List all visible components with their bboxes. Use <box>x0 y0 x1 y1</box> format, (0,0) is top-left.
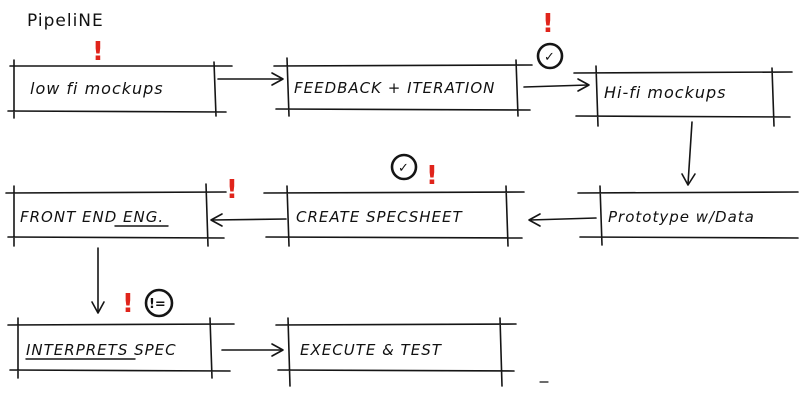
node-label: low fi mockups <box>30 79 164 98</box>
exclamation-mark: ! <box>92 37 104 67</box>
node-interprets-spec: INTERPRETS SPEC <box>7 317 235 379</box>
node-label: Prototype w/Data <box>608 208 755 226</box>
arrow-feedback-to-hifi <box>523 78 590 92</box>
node-front-end-eng: FRONT END ENG. <box>5 183 227 247</box>
exclamation-mark: ! <box>426 161 438 191</box>
arrow-prototype-to-specsheet <box>528 213 597 227</box>
exclamation-mark: ! <box>542 9 554 39</box>
check-icon: ✓ <box>398 161 409 176</box>
arrow-hifi-to-prototype <box>681 121 696 186</box>
node-label: CREATE SPECSHEET <box>296 208 464 226</box>
node-box <box>263 185 525 247</box>
node-hifi-mockups: Hi-fi mockups <box>573 65 793 127</box>
diagram-title: PipeliNE <box>27 11 104 31</box>
node-feedback-iteration: FEEDBACK + ITERATION <box>273 57 533 117</box>
node-box <box>7 59 233 119</box>
node-execute-test: EXECUTE & TEST <box>275 317 517 387</box>
node-box <box>275 317 517 387</box>
check-badge: ✓ <box>390 153 418 181</box>
not-equal-icon: != <box>149 297 166 312</box>
arrow-interprets-to-execute <box>221 343 284 357</box>
exclamation-mark: ! <box>122 289 134 319</box>
node-box <box>7 317 235 379</box>
node-prototype: Prototype w/Data <box>577 185 799 246</box>
exclamation-mark: ! <box>226 175 238 205</box>
node-lowfi-mockups: low fi mockups <box>7 59 233 119</box>
node-label: INTERPRETS SPEC <box>26 341 177 359</box>
arrow-specsheet-to-frontend <box>210 213 287 227</box>
arrow-frontend-to-interprets <box>91 247 105 314</box>
node-label: FRONT END ENG. <box>20 208 164 226</box>
node-create-specsheet: CREATE SPECSHEET <box>263 185 525 247</box>
node-box <box>573 65 793 127</box>
node-label: Hi-fi mockups <box>604 83 726 102</box>
node-box <box>273 57 533 117</box>
node-label: EXECUTE & TEST <box>300 341 443 359</box>
arrow-lowfi-to-feedback <box>217 72 284 86</box>
node-box <box>5 183 227 247</box>
node-box <box>577 185 799 246</box>
check-badge: ✓ <box>536 42 564 70</box>
node-label: FEEDBACK + ITERATION <box>294 79 495 97</box>
not-equal-badge: != <box>144 288 174 318</box>
check-icon: ✓ <box>544 50 555 65</box>
